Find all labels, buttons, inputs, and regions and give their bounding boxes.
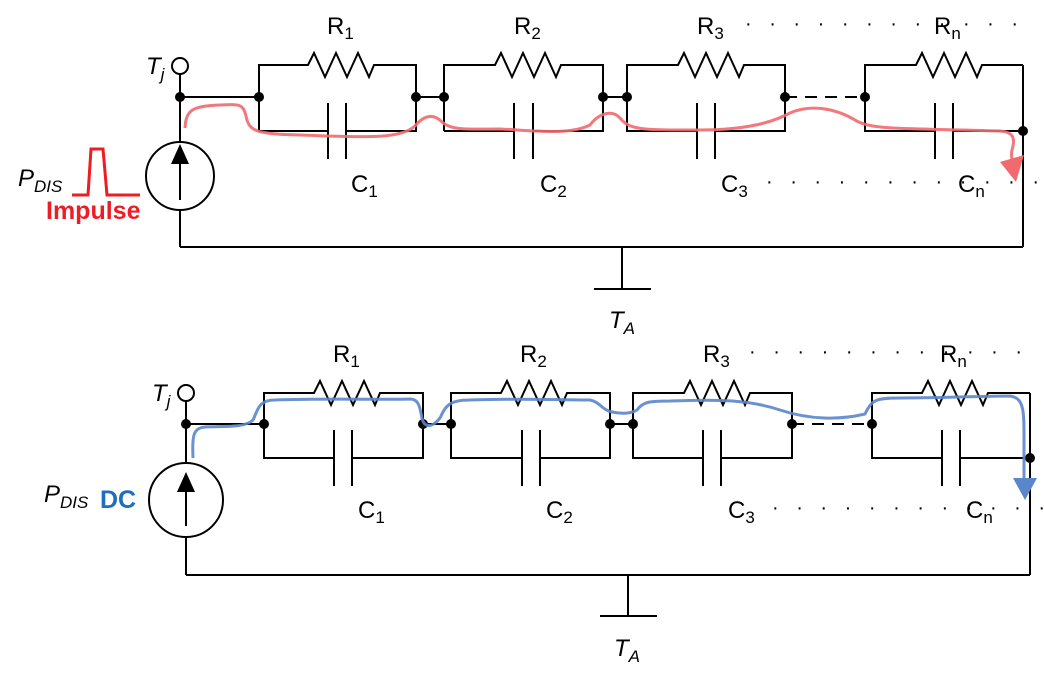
ta-label: TA xyxy=(609,307,635,338)
impulse-circuit: Tj TA xyxy=(18,13,1044,338)
rc-stage-2 xyxy=(443,50,604,159)
current-source-icon xyxy=(148,462,224,538)
c-ellipsis: · · · · · · · · · · · · xyxy=(766,171,1044,193)
pdis-label: PDIS xyxy=(44,481,89,512)
cn-label: Cn xyxy=(958,171,985,201)
impulse-label: Impulse xyxy=(46,197,141,225)
r3-label: R3 xyxy=(703,341,730,371)
current-source-icon xyxy=(145,141,215,211)
c-ellipsis: · · · · · · · · · · · · xyxy=(772,497,1044,519)
c3-label: C3 xyxy=(728,497,755,527)
dc-circuit: Tj TA xyxy=(44,341,1044,666)
resistor-icon xyxy=(864,50,1023,97)
cn-label: Cn xyxy=(966,497,993,527)
resistor-icon xyxy=(450,378,611,424)
r3-label: R3 xyxy=(697,13,724,43)
ta-label: TA xyxy=(614,635,640,666)
tj-label: Tj xyxy=(152,380,172,411)
tj-terminal-icon xyxy=(171,57,189,75)
r-ellipsis: · · · · · · · · · · · · xyxy=(745,13,1024,35)
resistor-icon xyxy=(632,378,793,424)
resistor-icon xyxy=(626,50,786,97)
rc-stage-1 xyxy=(263,378,424,486)
impulse-waveform-icon xyxy=(72,147,140,197)
rc-stage-n xyxy=(864,50,1023,159)
r2-label: R2 xyxy=(514,13,541,43)
c3-label: C3 xyxy=(721,171,748,201)
dc-label: DC xyxy=(100,486,136,514)
rc-stage-1 xyxy=(258,50,417,159)
rc-stage-n xyxy=(871,378,1030,486)
r1-label: R1 xyxy=(327,13,354,43)
resistor-icon xyxy=(263,378,424,424)
c1-label: C1 xyxy=(358,497,385,527)
resistor-icon xyxy=(443,50,604,97)
pdis-label: PDIS xyxy=(18,165,63,196)
r-ellipsis: · · · · · · · · · · · · xyxy=(749,341,1028,363)
c1-label: C1 xyxy=(351,171,378,201)
rc-stage-2 xyxy=(450,378,611,486)
r2-label: R2 xyxy=(520,341,547,371)
c2-label: C2 xyxy=(546,497,573,527)
c2-label: C2 xyxy=(540,171,567,201)
tj-terminal-icon xyxy=(177,384,195,402)
impulse-heat-flow-icon xyxy=(183,103,1015,166)
rn-label: Rn xyxy=(934,13,961,43)
r1-label: R1 xyxy=(333,341,360,371)
tj-label: Tj xyxy=(146,53,166,84)
dc-flow-arrow-icon xyxy=(1013,478,1037,500)
impulse-flow-arrow-icon xyxy=(1000,155,1024,182)
resistor-icon xyxy=(871,378,1030,424)
dc-heat-flow-icon xyxy=(191,394,1026,480)
rc-stage-3 xyxy=(626,50,786,159)
rc-stage-3 xyxy=(632,378,793,486)
resistor-icon xyxy=(258,50,417,97)
rn-label: Rn xyxy=(940,341,967,371)
